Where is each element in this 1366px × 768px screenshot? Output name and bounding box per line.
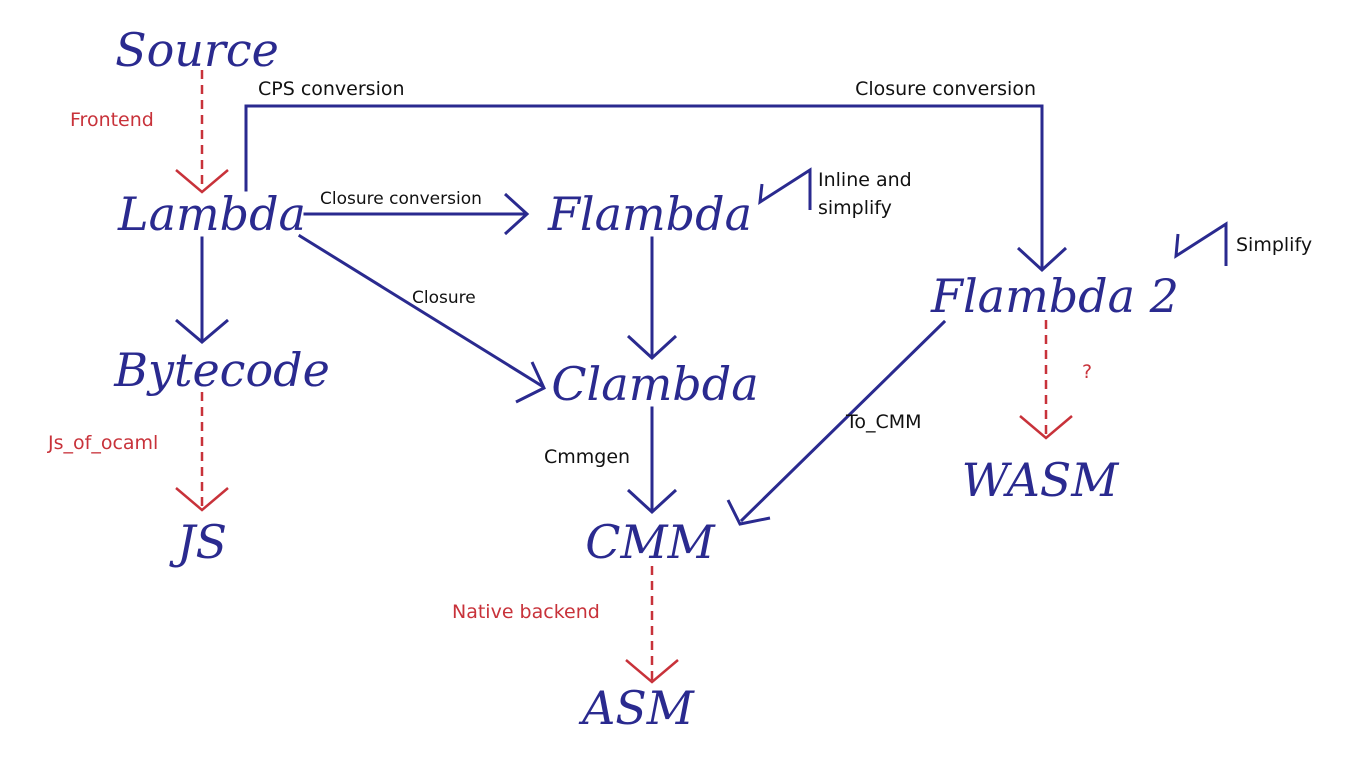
edge-lambda-to-clambda (297, 233, 545, 389)
label-simplify: Simplify (1236, 234, 1312, 256)
flambda2-self-loop (1174, 221, 1228, 266)
node-flambda: Flambda (547, 187, 752, 241)
label-question: ? (1082, 361, 1092, 383)
node-lambda: Lambda (117, 187, 306, 241)
arrowhead-lambda-flambda2 (1016, 246, 1068, 273)
arrowhead-bytecode-js (175, 487, 229, 512)
arrowhead-lambda-clambda (515, 361, 546, 404)
arrowhead-flambda2-wasm (1019, 415, 1073, 440)
arrowhead-lambda-bytecode (175, 318, 229, 344)
label-simplify-line: simplify (818, 197, 892, 219)
label-cmmgen: Cmmgen (544, 446, 630, 468)
arrowhead-cmm-asm (625, 659, 679, 684)
label-cps-conversion: CPS conversion (258, 78, 405, 100)
edge-lambda-to-flambda2 (244, 104, 1044, 270)
label-closure: Closure (412, 288, 476, 308)
arrowhead-lambda-flambda (503, 192, 530, 236)
node-flambda2: Flambda 2 (930, 269, 1179, 323)
node-cmm: CMM (585, 515, 716, 569)
label-js-of-ocaml: Js_of_ocaml (47, 432, 158, 454)
edge-flambda2-to-cmm (739, 319, 947, 523)
label-to-cmm: To_CMM (845, 411, 922, 433)
label-closure-conversion-mid: Closure conversion (320, 189, 482, 209)
label-frontend: Frontend (70, 109, 154, 131)
label-closure-conversion-top: Closure conversion (855, 78, 1036, 100)
node-clambda: Clambda (551, 357, 758, 411)
arrowhead-flambda2-cmm (726, 499, 771, 526)
label-inline-and: Inline and (818, 169, 912, 191)
node-bytecode: Bytecode (113, 343, 330, 397)
arrowhead-clambda-cmm (626, 488, 678, 515)
flambda-self-loop (758, 167, 812, 210)
arrowhead-source-lambda (175, 169, 229, 194)
node-source: Source (115, 23, 279, 77)
node-asm: ASM (578, 681, 696, 735)
node-wasm: WASM (962, 453, 1121, 507)
label-native-backend: Native backend (452, 601, 600, 623)
node-js: JS (169, 515, 227, 569)
arrowhead-flambda-clambda (626, 334, 678, 361)
